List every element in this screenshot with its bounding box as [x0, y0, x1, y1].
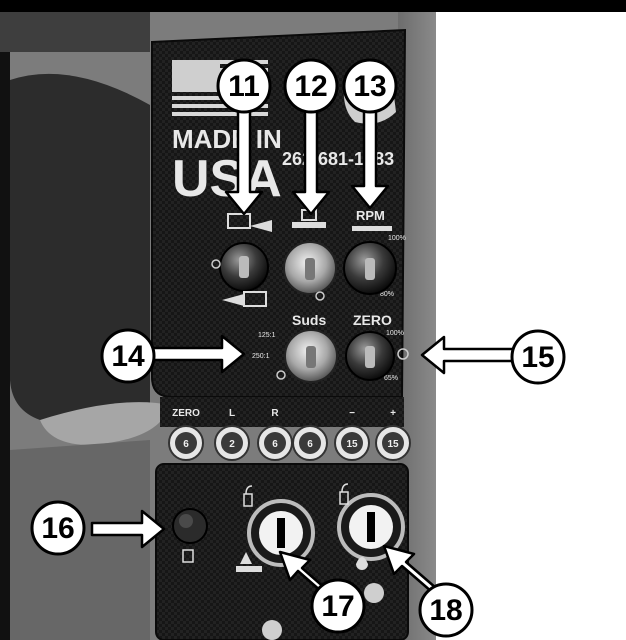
arrow-14 — [148, 334, 246, 374]
zero-high-label: 100% — [386, 330, 404, 337]
fuse-rating: 6 — [272, 439, 278, 450]
fuse-holder[interactable]: 2 — [214, 425, 250, 461]
fuse-holder[interactable]: 6 — [257, 425, 293, 461]
indicator-light — [315, 291, 325, 301]
arrow-12 — [291, 108, 331, 216]
fuse-label: ZERO — [172, 408, 200, 419]
white-background — [430, 12, 626, 640]
unlock-icon — [243, 485, 253, 507]
arrow-16 — [90, 509, 166, 549]
phone-number: 262-681-1583 — [282, 149, 394, 169]
callout-13: 13 — [342, 58, 398, 114]
callout-15: 15 — [510, 329, 566, 385]
callout-12: 12 — [283, 58, 339, 114]
ratio-high-label: 125:1 — [258, 332, 276, 339]
fuse-label: − — [349, 408, 355, 419]
made-in-text: MADE IN — [172, 124, 282, 154]
fuse-labels: ZERO L R − + — [172, 408, 396, 419]
indicator-light — [397, 348, 409, 360]
left-side-brush-switch[interactable] — [219, 242, 269, 292]
squeegee-icon — [236, 552, 262, 572]
indicator-light — [211, 259, 221, 269]
hourglass-icon — [182, 549, 194, 563]
callout-labels: 11 12 13 14 15 16 17 18 — [30, 58, 566, 638]
callout-17: 17 — [310, 578, 366, 634]
zero-switch[interactable] — [345, 331, 395, 381]
callout-arrows — [90, 108, 518, 594]
indicator-light — [276, 370, 286, 380]
fuse-row: 6 2 6 6 15 15 — [168, 425, 411, 461]
rpm-label: RPM — [356, 208, 385, 223]
dark-top-corner — [0, 12, 150, 52]
callout-14: 14 — [100, 328, 156, 384]
rpm-high-label: 100% — [388, 235, 406, 242]
fuse-label: L — [229, 408, 235, 419]
arrow-13 — [350, 108, 390, 210]
fuse-label: R — [271, 408, 279, 419]
zero-label: ZERO — [353, 312, 392, 328]
fuse-label-band — [160, 397, 404, 427]
fuse-rating: 2 — [229, 439, 235, 450]
fuse-holder[interactable]: 6 — [292, 425, 328, 461]
arrow-11 — [224, 108, 264, 216]
fuse-holder[interactable]: 15 — [375, 425, 411, 461]
callout-number: 18 — [429, 594, 462, 627]
light-lip — [40, 402, 170, 445]
hour-meter-button[interactable] — [172, 508, 208, 544]
callout-number: 12 — [294, 70, 327, 103]
callout-number: 16 — [41, 512, 74, 545]
zero-low-label: 65% — [384, 375, 398, 382]
callout-number: 17 — [321, 590, 354, 623]
arrow-15 — [420, 335, 518, 375]
callout-number: 15 — [521, 341, 554, 374]
right-side-brush-icon — [222, 291, 267, 307]
panel-screw — [364, 583, 384, 603]
key-switch-left[interactable] — [247, 499, 315, 567]
left-side-brush-icon — [227, 213, 272, 232]
callout-number: 11 — [228, 70, 260, 103]
fuse-rating: 6 — [183, 439, 189, 450]
callout-11: 11 — [216, 58, 272, 114]
suds-label: Suds — [292, 312, 326, 328]
fuse-rating: 15 — [387, 439, 399, 450]
arrow-18 — [382, 544, 438, 594]
fuse-holder[interactable]: 15 — [334, 425, 370, 461]
unlock-icon — [339, 483, 349, 505]
top-border — [0, 0, 626, 12]
left-border — [0, 12, 10, 640]
callout-number: 13 — [353, 70, 386, 103]
fuse-rating: 15 — [346, 439, 358, 450]
callout-18: 18 — [418, 582, 474, 638]
key-switch-right[interactable] — [337, 493, 405, 561]
callout-number: 14 — [111, 340, 145, 373]
rpm-switch[interactable] — [343, 241, 397, 295]
fuse-label: + — [390, 408, 396, 419]
rpm-low-label: 80% — [380, 291, 394, 298]
callout-16: 16 — [30, 500, 86, 556]
suds-switch[interactable] — [284, 329, 338, 383]
fuse-holder[interactable]: 6 — [168, 425, 204, 461]
rpm-icon — [352, 226, 392, 231]
usa-text: USA — [172, 150, 282, 208]
fuse-rating: 6 — [307, 439, 313, 450]
ratio-low-label: 250:1 — [252, 353, 270, 360]
panel-screw — [262, 620, 282, 640]
scrub-deck-switch[interactable] — [283, 241, 337, 295]
water-drop-icon — [356, 557, 368, 570]
